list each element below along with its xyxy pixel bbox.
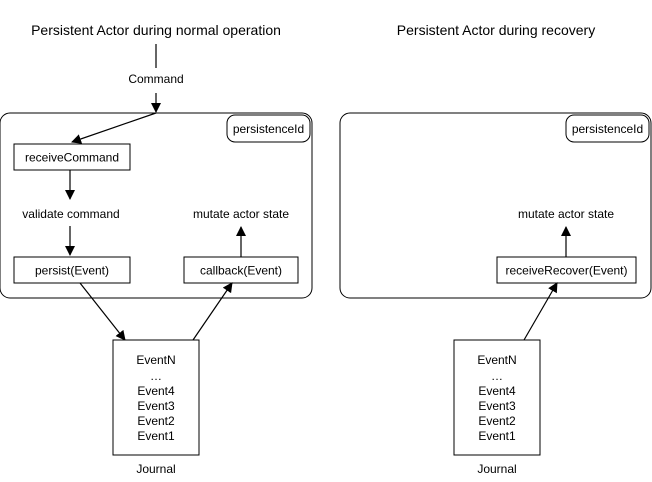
command-label: Command [128,72,183,86]
journal-entry: EventN [477,353,516,367]
journal-entry: Event3 [137,399,175,413]
persist-to-journal-arrow [79,282,126,341]
journal-label-normal: Journal [136,462,175,476]
journal-label-recovery: Journal [477,462,516,476]
journal-entry: Event3 [478,399,516,413]
actor-container-recovery [339,112,652,299]
persistence-id-badge-normal [226,114,311,143]
journal-entry: Event1 [137,429,175,443]
validate-command-label: validate command [22,207,119,221]
persistence-id-badge-recovery [565,114,650,143]
journal-entry: … [491,369,503,383]
journal-to-recover-arrow [523,282,558,341]
persistence-id-label-normal: persistenceId [233,122,304,136]
journal-entries-normal: EventN … Event4 Event3 Event2 Event1 [136,353,175,443]
callback-event-box [183,256,299,284]
journal-to-callback-arrow [192,282,233,341]
command-to-receive-arrow [71,112,157,144]
journal-entry: Event2 [137,414,175,428]
mutate-state-label-normal: mutate actor state [193,207,289,221]
receive-recover-label: receiveRecover(Event) [505,264,627,278]
normal-operation-title: Persistent Actor during normal operation [31,22,281,38]
receive-command-box [13,143,131,171]
journal-entry: … [150,369,162,383]
journal-entry: Event1 [478,429,516,443]
journal-entry: Event4 [478,384,516,398]
journal-box-normal [112,339,200,456]
receive-command-label: receiveCommand [25,151,119,165]
journal-entry: Event2 [478,414,516,428]
callback-event-label: callback(Event) [200,264,282,278]
recovery-title: Persistent Actor during recovery [397,22,595,38]
persistence-id-label-recovery: persistenceId [572,122,643,136]
journal-entry: EventN [136,353,175,367]
receive-recover-box [496,256,637,284]
journal-box-recovery [453,339,541,456]
journal-entries-recovery: EventN … Event4 Event3 Event2 Event1 [477,353,516,443]
journal-entry: Event4 [137,384,175,398]
persist-event-label: persist(Event) [35,264,109,278]
mutate-state-label-recovery: mutate actor state [518,207,614,221]
persist-event-box [13,256,131,284]
